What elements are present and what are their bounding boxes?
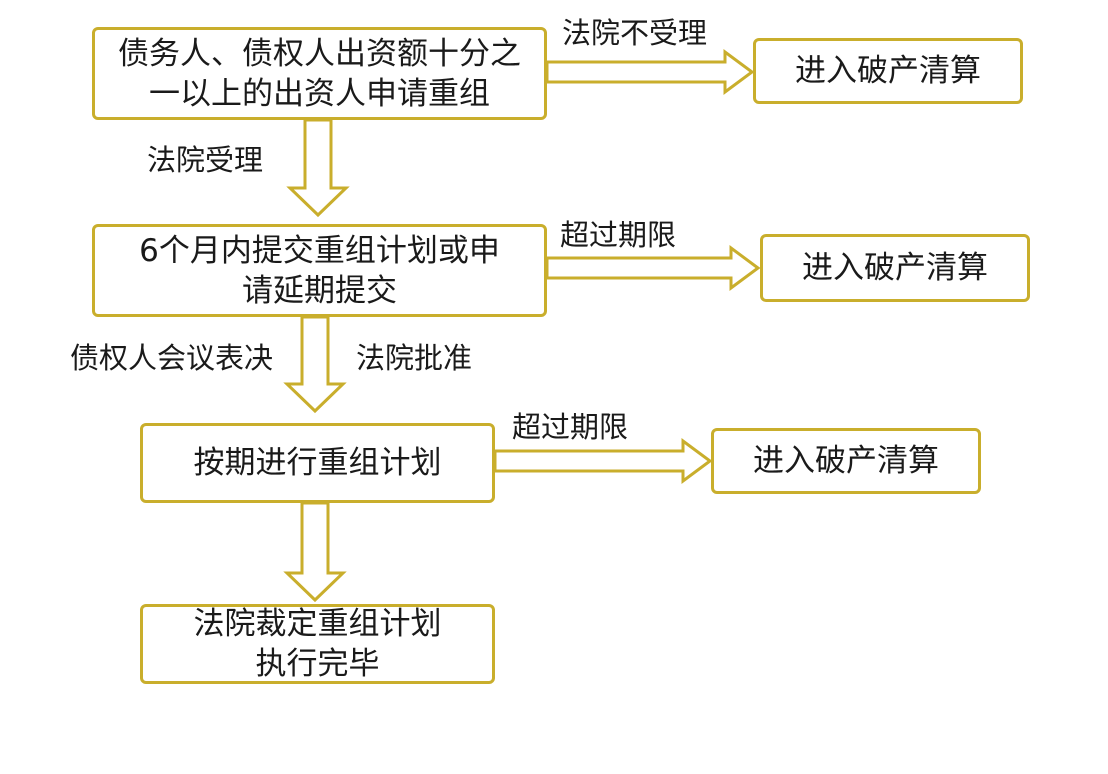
arrow-execute-to-complete <box>283 501 347 603</box>
arrow-execute-to-liquidation <box>493 438 713 484</box>
arrow-apply-to-liquidation <box>545 49 755 95</box>
liquidation-box-3: 进入破产清算 <box>711 428 981 494</box>
edge-label-court-approve: 法院批准 <box>356 341 473 375</box>
liquidation-box-2: 进入破产清算 <box>760 234 1030 302</box>
edge-label-overdue-1: 超过期限 <box>560 218 677 252</box>
step-execute-text: 按期进行重组计划 <box>193 445 442 481</box>
arrow-apply-to-submit <box>286 118 350 218</box>
edge-label-overdue-2: 超过期限 <box>512 410 629 444</box>
edge-label-court-accept: 法院受理 <box>147 143 264 177</box>
step-submit-plan-box: 6个月内提交重组计划或申请延期提交 <box>92 224 547 317</box>
step-apply-box: 债务人、债权人出资额十分之一以上的出资人申请重组 <box>92 27 547 120</box>
liquidation-text-1: 进入破产清算 <box>795 53 981 89</box>
step-execute-box: 按期进行重组计划 <box>140 423 495 503</box>
edge-label-creditor-vote: 债权人会议表决 <box>70 341 274 375</box>
liquidation-text-2: 进入破产清算 <box>802 250 988 286</box>
step-submit-plan-text: 6个月内提交重组计划或申请延期提交 <box>139 232 500 309</box>
liquidation-box-1: 进入破产清算 <box>753 38 1023 104</box>
step-apply-text: 债务人、债权人出资额十分之一以上的出资人申请重组 <box>118 35 521 112</box>
step-complete-text: 法院裁定重组计划执行完毕 <box>193 606 442 682</box>
arrow-submit-to-execute <box>283 315 347 414</box>
liquidation-text-3: 进入破产清算 <box>753 443 939 479</box>
arrow-submit-to-liquidation <box>545 245 761 291</box>
edge-label-court-reject: 法院不受理 <box>562 16 708 50</box>
step-complete-box: 法院裁定重组计划执行完毕 <box>140 604 495 684</box>
